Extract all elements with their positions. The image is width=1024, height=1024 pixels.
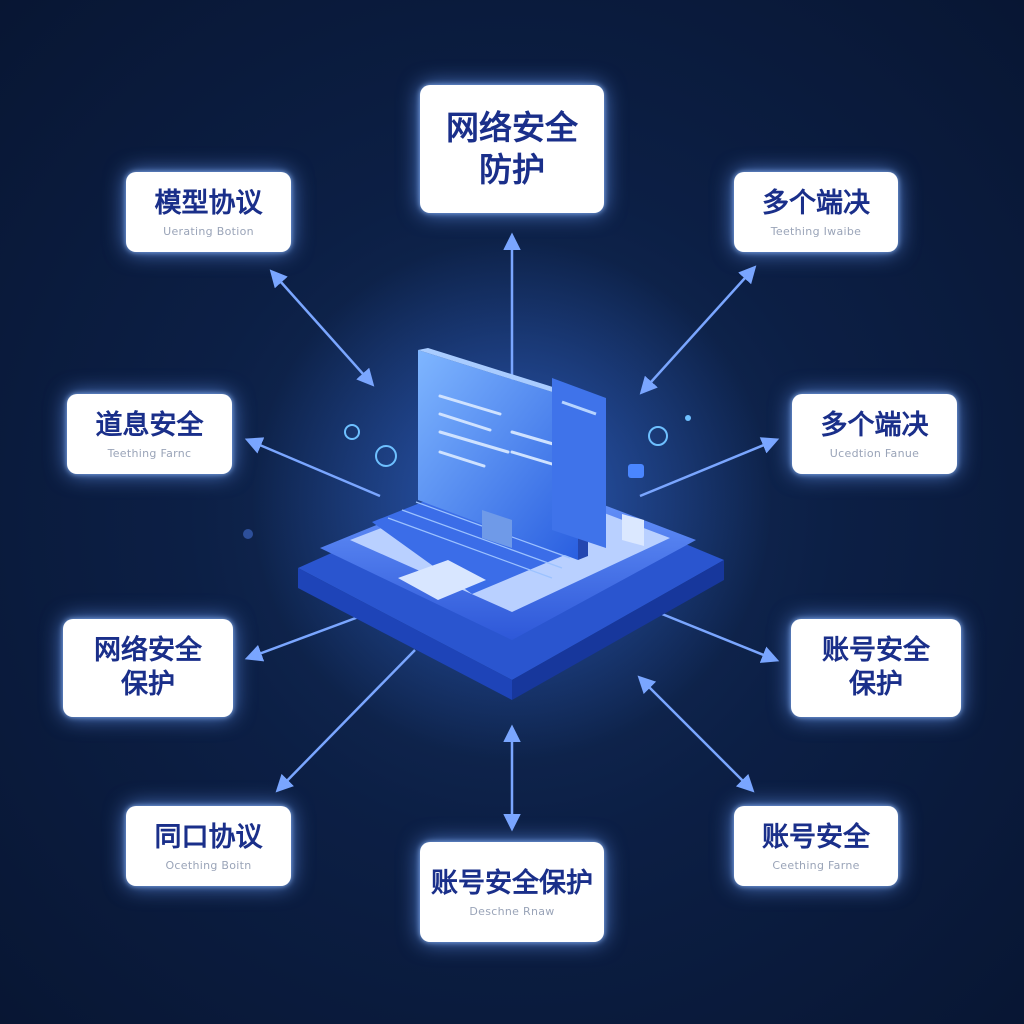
node-subtitle: Uerating Botion <box>163 224 254 238</box>
connector-arrows <box>244 232 780 832</box>
arrow-bottom-right <box>637 675 755 793</box>
arrow-lower-right <box>661 612 780 663</box>
node-title: 模型协议 <box>154 187 263 219</box>
lock-dot-icon <box>344 424 360 440</box>
node-card-top-left[interactable]: 模型协议 Uerating Botion <box>126 172 291 252</box>
arrow-mid-left <box>244 437 381 498</box>
node-title: 网络安全 防护 <box>446 108 578 189</box>
key-circle-icon <box>375 445 397 467</box>
laptop-with-monitor-icon <box>298 348 724 700</box>
node-card-bottom[interactable]: 账号安全保护 Deschne Rnaw <box>420 842 604 942</box>
chip-icon <box>628 464 644 478</box>
node-card-top[interactable]: 网络安全 防护 <box>420 85 604 213</box>
arrow-lower-left <box>244 610 373 662</box>
arrow-top-left <box>269 269 375 387</box>
node-card-bottom-left[interactable]: 同口协议 Ocething Boitn <box>126 806 291 886</box>
node-card-bottom-right[interactable]: 账号安全 Ceething Farne <box>734 806 898 886</box>
node-title: 网络安全 保护 <box>94 635 202 700</box>
floating-icons <box>243 415 691 539</box>
node-card-lower-right[interactable]: 账号安全 保护 <box>791 619 961 717</box>
node-title: 多个端决 <box>762 187 870 219</box>
node-subtitle: Teething Farnc <box>107 446 192 460</box>
node-title: 道息安全 <box>95 409 204 441</box>
node-card-lower-left[interactable]: 网络安全 保护 <box>63 619 233 717</box>
node-card-mid-right[interactable]: 多个端决 Ucedtion Fanue <box>792 394 957 474</box>
node-subtitle: Ocething Boitn <box>165 858 252 872</box>
node-subtitle: Deschne Rnaw <box>469 904 555 918</box>
node-card-mid-left[interactable]: 道息安全 Teething Farnc <box>67 394 232 474</box>
node-title: 多个端决 <box>820 409 929 441</box>
shield-circle-icon <box>648 426 668 446</box>
spark-dot <box>243 529 253 539</box>
node-title: 账号安全保护 <box>431 867 593 899</box>
arrow-top-right <box>639 265 757 395</box>
node-title: 账号安全 <box>762 821 870 853</box>
spark-dot <box>685 415 691 421</box>
node-subtitle: Ceething Farne <box>772 858 860 872</box>
node-title: 同口协议 <box>154 821 263 853</box>
arrow-mid-right <box>639 437 780 498</box>
node-subtitle: Ucedtion Fanue <box>829 446 920 460</box>
node-title: 账号安全 保护 <box>822 635 930 700</box>
node-card-top-right[interactable]: 多个端决 Teething Iwaibe <box>734 172 898 252</box>
node-subtitle: Teething Iwaibe <box>770 224 862 238</box>
arrow-bottom-left <box>275 649 416 793</box>
